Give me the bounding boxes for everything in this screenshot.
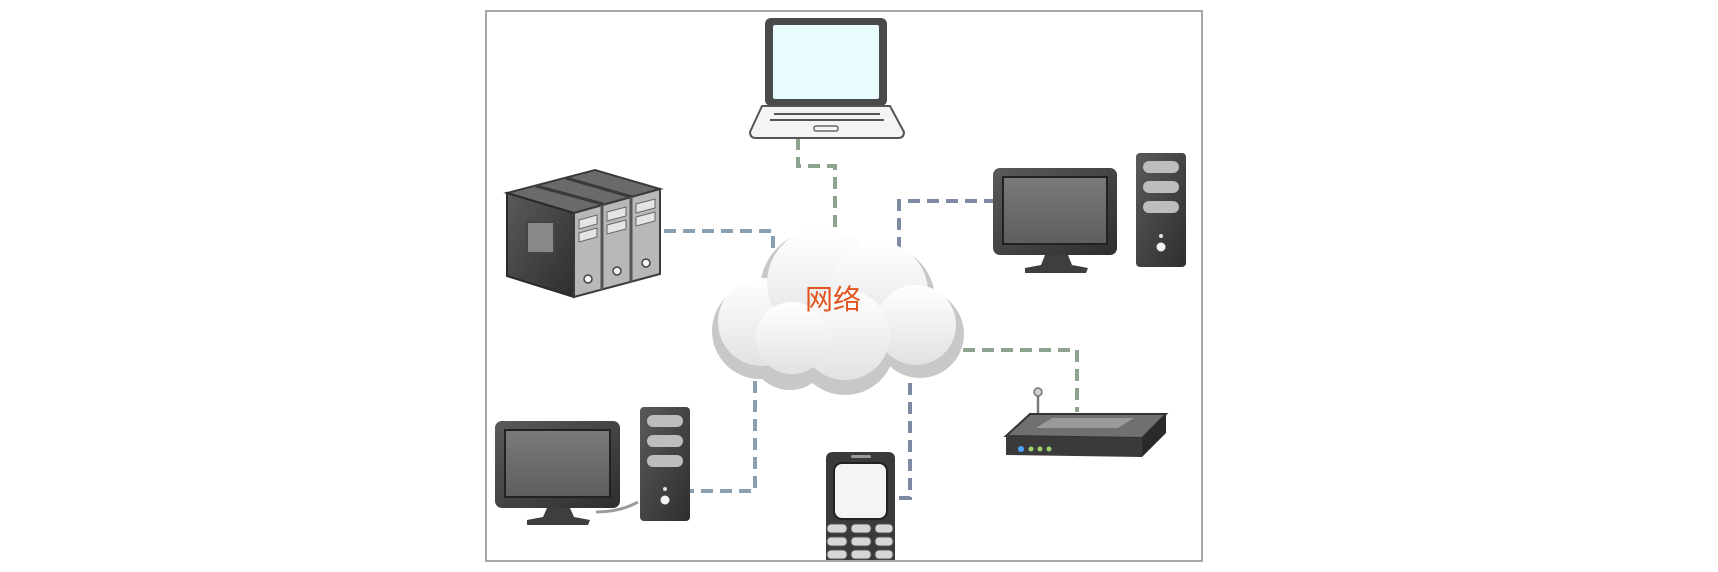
- link-desktop-bottom-left-cloud: [690, 362, 757, 493]
- diagram-frame-border: [485, 10, 1203, 562]
- link-desktop-top-right-cloud: [897, 199, 996, 250]
- link-laptop-cloud: [796, 138, 837, 228]
- desktop-computer-icon[interactable]: [993, 153, 1186, 273]
- server-rack-icon[interactable]: [503, 168, 664, 299]
- link-server-cloud: [664, 229, 775, 252]
- connection-links: [664, 138, 1079, 500]
- router-icon[interactable]: [1003, 387, 1169, 457]
- link-phone-cloud: [897, 364, 912, 500]
- link-router-cloud: [944, 348, 1079, 412]
- cloud-label: 网络: [805, 283, 861, 316]
- mobile-phone-icon[interactable]: [826, 452, 895, 560]
- desktop-computer-icon[interactable]: [495, 407, 690, 525]
- network-cloud: 网络: [712, 228, 964, 395]
- laptop-icon[interactable]: [748, 18, 906, 139]
